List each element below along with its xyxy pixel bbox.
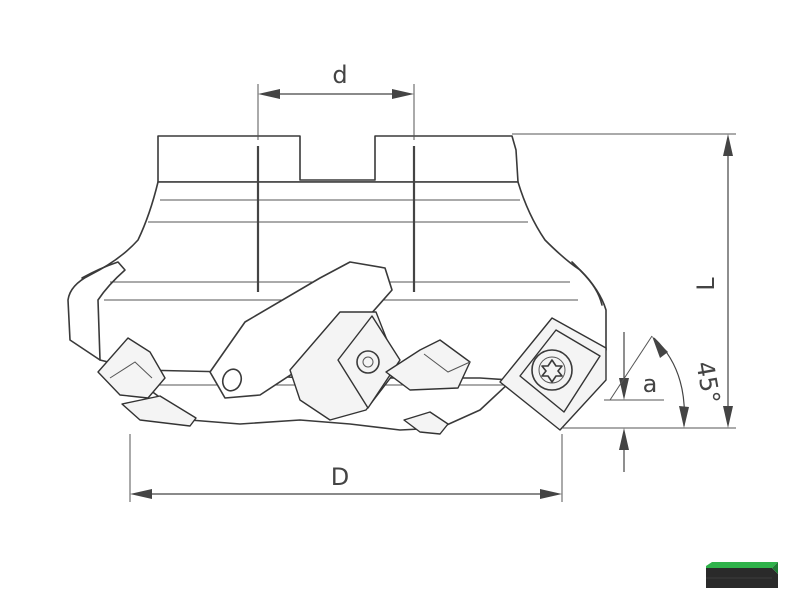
insert-center bbox=[289, 311, 471, 435]
label-d: d bbox=[332, 61, 347, 89]
left-flank bbox=[81, 261, 126, 361]
dimension-a bbox=[562, 332, 664, 472]
right-flank bbox=[571, 261, 603, 306]
insert-right bbox=[499, 317, 607, 431]
torx-star-icon bbox=[541, 359, 563, 383]
label-D: D bbox=[331, 463, 349, 491]
dimension-angle bbox=[609, 335, 689, 428]
dimension-d bbox=[257, 84, 415, 140]
insert-right-plate bbox=[519, 329, 601, 413]
dimension-L bbox=[512, 133, 736, 429]
flute-hole-lower bbox=[221, 368, 243, 392]
flute-band bbox=[209, 261, 393, 399]
dimension-D bbox=[129, 434, 563, 502]
label-L: L bbox=[692, 277, 720, 291]
insert-center-screw bbox=[356, 350, 380, 374]
insert-center-plate bbox=[337, 315, 401, 409]
torx-screw bbox=[531, 349, 573, 391]
shank-top bbox=[157, 135, 519, 183]
insert-left bbox=[97, 337, 197, 427]
label-angle: 45° bbox=[690, 359, 725, 406]
bore-lines bbox=[256, 146, 416, 292]
insert-badge-icon bbox=[706, 562, 778, 588]
label-a: a bbox=[643, 370, 658, 398]
